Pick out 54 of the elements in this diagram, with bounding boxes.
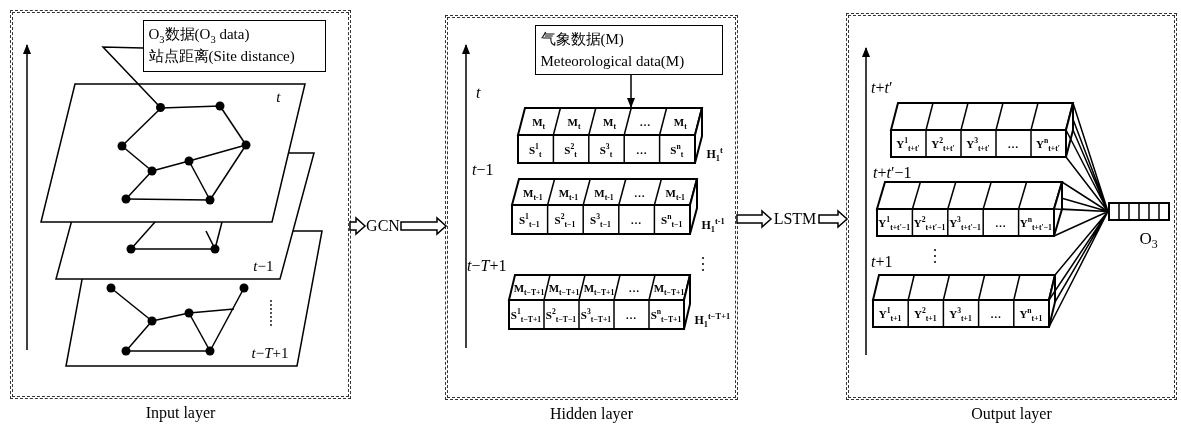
time-label: t (276, 89, 281, 105)
variable-symbol: … (630, 214, 642, 226)
data-text: 气象数据(M) (540, 29, 625, 49)
arrow (627, 74, 635, 108)
hollow-arrow (818, 209, 849, 229)
variable-symbol: M$_{t-1}$ (665, 187, 685, 198)
panel-title: Input layer (145, 404, 216, 422)
connection-lines (1048, 210, 1109, 328)
variable-symbol: M$_{t-1}$ (523, 187, 543, 198)
method-label: GCN (366, 216, 400, 236)
variable-symbol: … (634, 187, 646, 198)
variable-symbol: M$_{t}$ (603, 116, 616, 128)
data-text: 站点距离(Site distance) (148, 46, 296, 66)
hollow-arrow (400, 216, 448, 236)
site-dot (156, 103, 165, 112)
hollow-arrow (736, 209, 773, 229)
data-text: O$_{3}$数据(O$_{3}$ data) (148, 24, 251, 45)
time-label: t+1 (871, 252, 893, 272)
variable-symbol: … (628, 282, 640, 294)
hollow-arrow (349, 216, 367, 236)
data-box (142, 19, 326, 72)
time-label: t+t′ (871, 78, 893, 98)
graph-plane (40, 83, 305, 222)
variable-symbol: M$_{t−T+1}$ (548, 282, 580, 294)
variable-symbol: M$_{t}$ (673, 116, 687, 128)
connection-lines (1053, 181, 1109, 237)
variable-symbol: M$_{t−T+1}$ (583, 282, 615, 294)
data-box (534, 24, 723, 75)
variable-symbol: M$_{t−T+1}$ (513, 282, 545, 294)
panel-title: Hidden layer (549, 405, 634, 423)
time-label: t−T+1 (251, 345, 289, 361)
variable-symbol: … (625, 309, 637, 321)
variable-symbol: M$_{t}$ (567, 116, 581, 128)
output-label: O$_{3}$ (1139, 228, 1158, 249)
connection-lines (1065, 102, 1109, 213)
time-label: t (476, 83, 481, 103)
time-label: t−1 (472, 160, 494, 180)
time-label: t−T+1 (467, 256, 507, 276)
variable-symbol: … (990, 308, 1002, 320)
variable-symbol: … (639, 116, 651, 128)
time-label: t−1 (253, 258, 274, 274)
variable-symbol: M$_{t-1}$ (558, 187, 579, 198)
graph-plane (55, 152, 314, 279)
variable-symbol: M$_{t−T+1}$ (653, 282, 685, 294)
variable-symbol: M$_{t-1}$ (594, 187, 614, 198)
variable-symbol: … (635, 144, 647, 155)
variable-symbol: … (1007, 138, 1019, 150)
variable-symbol: … (994, 217, 1006, 229)
time-label: t+t′−1 (873, 163, 912, 183)
leader-line (101, 46, 159, 106)
method-label: LSTM (772, 209, 818, 229)
panel-title: Output layer (971, 405, 1052, 423)
variable-symbol: M$_{t}$ (532, 116, 546, 128)
data-text: Meteorological data(M) (540, 51, 686, 71)
